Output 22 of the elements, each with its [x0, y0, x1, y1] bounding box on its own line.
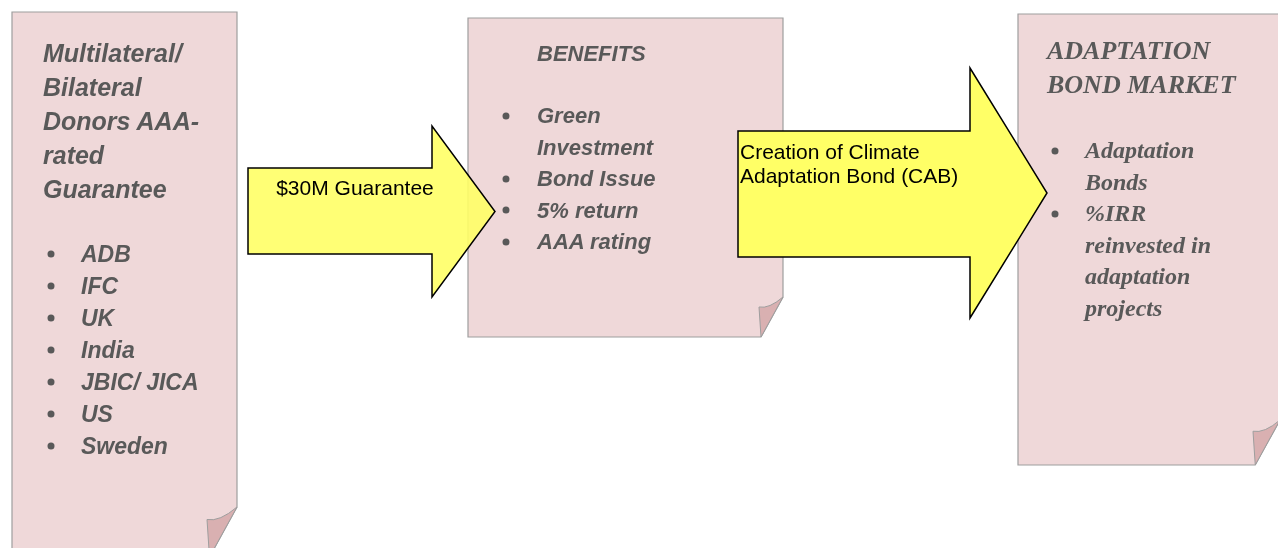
- bullet-item: Green Investment: [537, 103, 654, 160]
- card-heading: Multilateral/ Bilateral Donors AAA-rated Guarantee: [43, 38, 200, 205]
- edge-label: Creation of Climate Adaptation Bond (CAB): [740, 140, 960, 188]
- card-heading: BENEFITS: [537, 40, 647, 68]
- bullet-item: AAA rating: [537, 229, 652, 254]
- block-arrow: [247, 123, 496, 300]
- edge-label: $30M Guarantee: [275, 176, 435, 200]
- bullet-item: ADB: [81, 241, 131, 267]
- bullet-item: Bond Issue: [537, 166, 656, 191]
- card-heading: ADAPTATION BOND MARKET: [1047, 35, 1238, 101]
- bullet-item: UK: [81, 305, 115, 331]
- bullet-item: JBIC/ JICA: [81, 369, 199, 395]
- bullet-item: India: [81, 337, 135, 363]
- bullet-item: IFC: [81, 273, 119, 299]
- bullet-item: US: [81, 401, 113, 427]
- note-card: [12, 12, 237, 548]
- bullet-item: %IRR reinvested in adaptation projects: [1085, 200, 1211, 321]
- bullet-item: 5% return: [537, 197, 639, 223]
- bullet-item: Adaptation Bonds: [1085, 137, 1195, 195]
- note-card: [1018, 14, 1278, 465]
- block-arrow: [737, 65, 1048, 321]
- bullet-item: Sweden: [81, 433, 168, 459]
